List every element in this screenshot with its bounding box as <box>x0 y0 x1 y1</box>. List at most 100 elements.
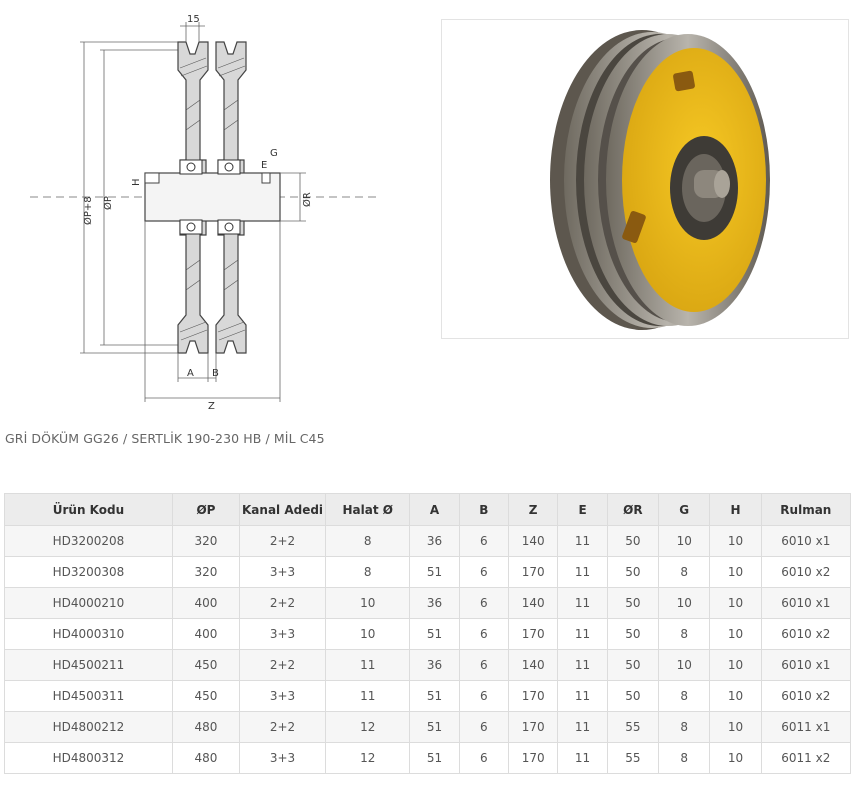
table-cell: HD4500311 <box>4 680 173 712</box>
label-h: H <box>131 178 142 186</box>
table-cell: 10 <box>709 680 762 712</box>
table-cell: 10 <box>709 525 762 557</box>
table-cell: 10 <box>325 587 411 619</box>
pulley-photo-illustration <box>550 30 770 330</box>
table-cell: 170 <box>507 556 559 588</box>
table-cell: HD4800212 <box>4 711 173 743</box>
product-photo <box>441 19 849 339</box>
table-cell: 50 <box>606 649 660 681</box>
table-cell: 11 <box>557 556 608 588</box>
table-cell: 2+2 <box>238 525 327 557</box>
table-cell: HD3200208 <box>4 525 173 557</box>
header-groove-count: Kanal Adedi <box>238 493 327 526</box>
table-cell: 8 <box>325 525 411 557</box>
table-cell: 140 <box>507 649 559 681</box>
table-cell: HD4000210 <box>4 587 173 619</box>
table-cell: 170 <box>507 618 559 650</box>
header-product-code: Ürün Kodu <box>4 493 173 526</box>
table-cell: 3+3 <box>238 556 327 588</box>
table-cell: 11 <box>325 649 411 681</box>
table-cell: 6010 x2 <box>760 556 852 588</box>
table-cell: 140 <box>507 525 559 557</box>
table-cell: 11 <box>557 649 608 681</box>
table-cell: 3+3 <box>238 742 327 774</box>
table-cell: 170 <box>507 742 559 774</box>
table-cell: 170 <box>507 711 559 743</box>
table-cell: 12 <box>325 742 411 774</box>
pulley-section-diagram: 15 ØP+8 ØP ØR A B Z E G H <box>30 14 378 412</box>
table-cell: 36 <box>409 587 460 619</box>
label-dia-p-plus-8: ØP+8 <box>82 196 94 225</box>
table-cell: 8 <box>658 742 711 774</box>
table-cell: 6 <box>458 556 509 588</box>
table-cell: HD4500211 <box>4 649 173 681</box>
table-cell: 400 <box>171 587 241 619</box>
table-cell: 450 <box>171 680 241 712</box>
table-cell: 50 <box>606 587 660 619</box>
table-cell: 2+2 <box>238 587 327 619</box>
table-cell: 11 <box>557 525 608 557</box>
table-cell: 10 <box>709 587 762 619</box>
table-cell: 480 <box>171 711 241 743</box>
bearings <box>179 159 241 235</box>
label-dia-p: ØP <box>102 196 114 210</box>
table-cell: 10 <box>709 556 762 588</box>
table-cell: 55 <box>606 711 660 743</box>
table-cell: 51 <box>409 742 460 774</box>
table-cell: 55 <box>606 742 660 774</box>
table-cell: 36 <box>409 525 460 557</box>
shaft <box>144 172 281 222</box>
header-b: B <box>458 493 509 526</box>
header-rope-dia: Halat Ø <box>325 493 411 526</box>
table-cell: 6011 x2 <box>760 742 852 774</box>
label-z: Z <box>208 401 215 410</box>
table-cell: 6010 x1 <box>760 649 852 681</box>
table-cell: 6010 x1 <box>760 587 852 619</box>
table-cell: 51 <box>409 680 460 712</box>
label-dia-r: ØR <box>301 192 313 207</box>
table-cell: 3+3 <box>238 618 327 650</box>
table-cell: 3+3 <box>238 680 327 712</box>
table-cell: 6 <box>458 525 509 557</box>
table-cell: 8 <box>658 680 711 712</box>
header-dia-r: ØR <box>606 493 660 526</box>
label-e: E <box>261 160 267 171</box>
table-cell: HD4000310 <box>4 618 173 650</box>
table-cell: 320 <box>171 525 241 557</box>
table-cell: 8 <box>325 556 411 588</box>
table-cell: 6011 x1 <box>760 711 852 743</box>
table-cell: 11 <box>557 587 608 619</box>
table-cell: 6010 x1 <box>760 525 852 557</box>
table-cell: 11 <box>557 618 608 650</box>
label-b: B <box>212 368 219 379</box>
header-e: E <box>557 493 608 526</box>
table-cell: 10 <box>709 711 762 743</box>
table-cell: 10 <box>658 649 711 681</box>
table-cell: 51 <box>409 711 460 743</box>
table-cell: 8 <box>658 618 711 650</box>
table-cell: 6 <box>458 618 509 650</box>
table-cell: 10 <box>709 618 762 650</box>
table-cell: 10 <box>709 649 762 681</box>
header-dia-p: ØP <box>171 493 241 526</box>
table-cell: 11 <box>557 742 608 774</box>
table-cell: 50 <box>606 556 660 588</box>
table-cell: 50 <box>606 525 660 557</box>
material-note: GRİ DÖKÜM GG26 / SERTLİK 190-230 HB / Mİ… <box>5 431 325 446</box>
table-cell: 10 <box>709 742 762 774</box>
table-cell: 10 <box>325 618 411 650</box>
table-cell: 50 <box>606 618 660 650</box>
table-cell: HD4800312 <box>4 742 173 774</box>
table-cell: 51 <box>409 618 460 650</box>
table-cell: 6 <box>458 711 509 743</box>
table-cell: 11 <box>557 711 608 743</box>
header-bearing: Rulman <box>760 493 852 526</box>
table-cell: 51 <box>409 556 460 588</box>
